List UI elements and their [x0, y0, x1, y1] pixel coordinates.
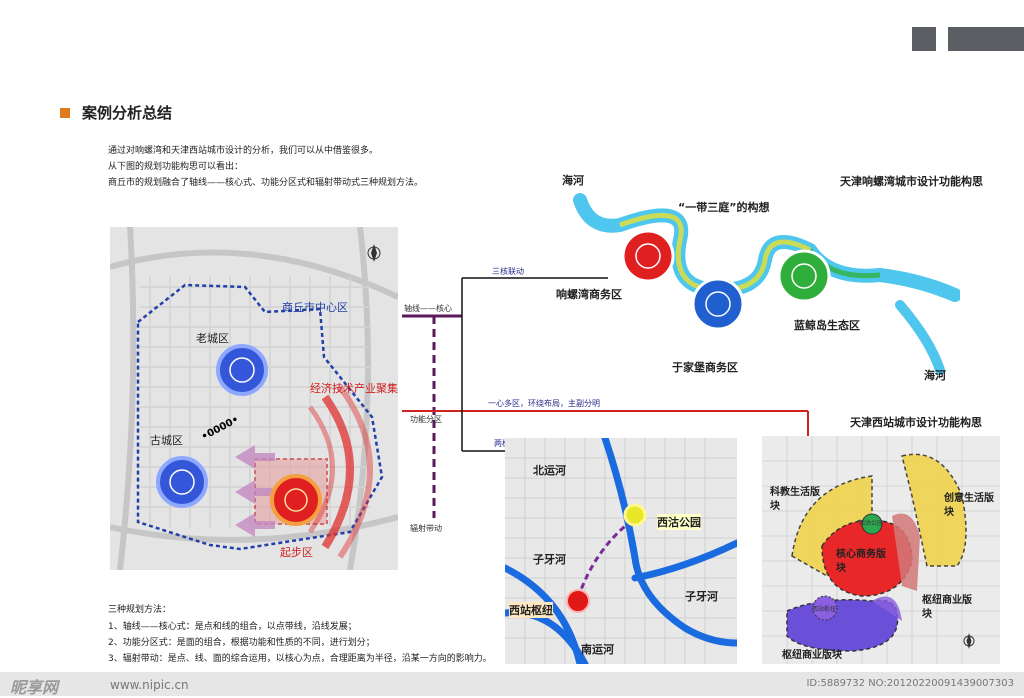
- north-canal-label: 北运河: [533, 464, 566, 477]
- xiangluowan-river: [573, 193, 960, 375]
- econ-zone-label: 经济技术产业聚集区: [310, 382, 398, 395]
- old-city-label: 老城区: [196, 332, 229, 345]
- shangqiu-map: 商丘市中心区 老城区 古城区 经济技术产业聚集区 起步区 •0000•: [110, 227, 398, 570]
- concept-label: “一带三庭”的构想: [678, 201, 770, 214]
- ziya-river-right-label: 子牙河: [685, 590, 718, 603]
- haihe-bottom-label: 海河: [924, 369, 946, 382]
- start-zone-label: 起步区: [280, 546, 313, 559]
- legend-title: 三种规划方法：: [108, 605, 172, 615]
- intro-line-3: 商丘市的规划融合了轴线——核心式、功能分区式和辐射带动式三种规划方法。: [108, 178, 424, 188]
- center-district-label: 商丘市中心区: [282, 301, 348, 314]
- legend-item-2: 2、功能分区式：是面的组合，根据功能和性质的不同，进行划分；: [108, 638, 375, 648]
- hub-business-right-label: 枢纽商业版块: [922, 595, 972, 620]
- xizhan-map-drawing: [505, 438, 737, 664]
- ziya-river-left-label: 子牙河: [533, 553, 566, 566]
- xiangluowan-title: 天津响螺湾城市设计功能构思: [840, 175, 983, 188]
- ancient-city-label: 古城区: [150, 434, 183, 447]
- header-square-small: [912, 27, 936, 51]
- edu-block-label: 科教生活版块: [770, 487, 820, 512]
- shangqiu-map-drawing: [110, 227, 398, 570]
- legend-item-3: 3、辐射带动：是点、线、面的综合运用，以核心为点，合理距离为半径，沿某一方向的影…: [108, 654, 492, 664]
- title-bullet-icon: [60, 108, 70, 118]
- hub-business-bottom-label: 枢纽商业版块: [782, 650, 842, 661]
- axis-core-label: 轴线——核心: [404, 304, 452, 313]
- intro-line-1: 通过对响螺湾和天津西站城市设计的分析，我们可以从中借鉴很多。: [108, 146, 379, 156]
- lanjing-zone-label: 蓝鲸岛生态区: [794, 319, 860, 332]
- station-hub-label: 西站枢纽: [509, 602, 553, 618]
- station-hub-small-label: 西站枢纽: [812, 606, 837, 613]
- yujiapu-zone-label: 于家堡商务区: [672, 361, 738, 374]
- one-center-label: 一心多区，环绕布局，主副分明: [488, 399, 600, 408]
- connector-lines: [402, 277, 809, 518]
- watermark-id: ID:5889732 NO:20120220091439007303: [806, 678, 1014, 689]
- footer-bar: [0, 672, 1024, 696]
- radiation-label: 辐射带动: [410, 524, 442, 533]
- creative-block-label: 创意生活版块: [944, 493, 994, 518]
- functional-zone-label: 功能分区: [410, 415, 442, 424]
- south-canal-label: 南运河: [581, 643, 614, 656]
- xizhan-function-map: 科教生活版块 创意生活版块 西沽公园 核心商务版块 枢纽商业版块 西站枢纽 枢纽…: [762, 436, 1000, 664]
- watermark-brand: 昵享网: [10, 678, 59, 697]
- xiangluowan-zone-label: 响螺湾商务区: [556, 288, 622, 301]
- xizhan-map: 北运河 西沽公园 子牙河 子牙河 西站枢纽 南运河: [505, 438, 737, 664]
- core-business-label: 核心商务版块: [836, 549, 886, 574]
- page-title: 案例分析总结: [82, 104, 173, 122]
- header-square-large: [948, 27, 1024, 51]
- intro-line-2: 从下图的规划功能构思可以看出：: [108, 162, 244, 172]
- xigu-park-label: 西沽公园: [657, 514, 701, 530]
- xizhan-function-drawing: [762, 436, 1000, 664]
- watermark-url: www.nipic.cn: [110, 678, 189, 692]
- xigu-park-small-label: 西沽公园: [859, 520, 884, 527]
- xizhan-title: 天津西站城市设计功能构思: [850, 416, 982, 429]
- three-cores-label: 三核联动: [492, 267, 524, 276]
- haihe-top-label: 海河: [562, 174, 584, 187]
- legend-item-1: 1、轴线——核心式：是点和线的组合，以点带线，沿线发展；: [108, 622, 357, 632]
